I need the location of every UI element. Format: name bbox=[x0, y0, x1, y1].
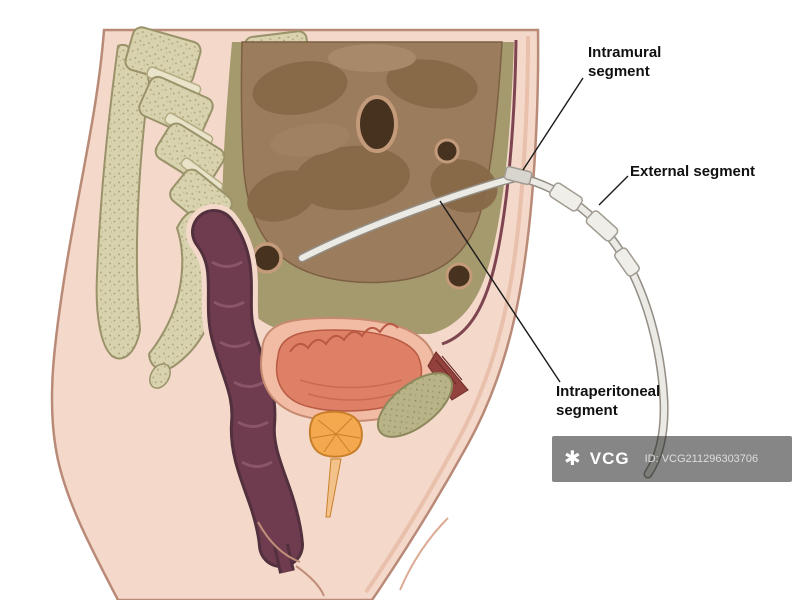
watermark-id-text: ID: VCG211296303706 bbox=[644, 453, 759, 465]
label-intraperitoneal-segment: Intraperitoneal segment bbox=[556, 383, 661, 419]
perineum-lines bbox=[257, 517, 449, 597]
vertebra bbox=[154, 122, 226, 186]
vcg-logo-text: VCG bbox=[589, 449, 630, 468]
intestines bbox=[240, 41, 503, 290]
muscle-striation bbox=[441, 355, 463, 381]
catheter-intraperitoneal-segment bbox=[299, 174, 521, 261]
label-intramural-segment: Intramural segment bbox=[588, 44, 662, 80]
rectum-folds bbox=[211, 260, 273, 468]
bowel-opening bbox=[356, 95, 398, 153]
bladder-wrinkle bbox=[307, 393, 395, 401]
anal-canal bbox=[276, 543, 292, 574]
bowel-opening bbox=[445, 262, 473, 290]
bowel-cross-sections bbox=[251, 95, 473, 290]
catheter-connector bbox=[614, 247, 640, 277]
intestine-highlights bbox=[270, 44, 416, 157]
peritoneum-line bbox=[441, 39, 518, 346]
catheter-connector bbox=[549, 182, 583, 212]
vertebra bbox=[138, 75, 214, 139]
rectum bbox=[186, 204, 309, 574]
rectum-body bbox=[194, 212, 301, 565]
catheter-connector bbox=[585, 210, 619, 242]
urethra bbox=[325, 458, 342, 518]
pubic-bone bbox=[376, 372, 454, 438]
leader-lines bbox=[439, 77, 629, 383]
vcg-logo-icon: ✱ bbox=[564, 448, 581, 470]
intramural-leader-line bbox=[522, 77, 584, 171]
label-external-segment: External segment bbox=[630, 163, 756, 180]
muscle-striation bbox=[435, 359, 457, 385]
bowel-opening bbox=[251, 242, 283, 274]
prostate-lobule-lines bbox=[311, 417, 361, 453]
intestine-shading bbox=[247, 59, 498, 222]
abdominal-wall-layer bbox=[364, 35, 530, 594]
intraperitoneal-leader-line bbox=[439, 200, 561, 383]
bowel-opening bbox=[434, 138, 460, 164]
coccyx-bone bbox=[149, 363, 171, 389]
prostate bbox=[308, 410, 363, 518]
stock-watermark: ✱ VCG ID: VCG211296303706 bbox=[552, 436, 792, 482]
external-leader-line bbox=[598, 175, 629, 206]
dialysis-catheter bbox=[297, 165, 669, 479]
catheter-intramural-cuff bbox=[503, 165, 533, 186]
bladder-mucosa-folds bbox=[289, 322, 399, 353]
bladder-wrinkle bbox=[299, 379, 403, 389]
